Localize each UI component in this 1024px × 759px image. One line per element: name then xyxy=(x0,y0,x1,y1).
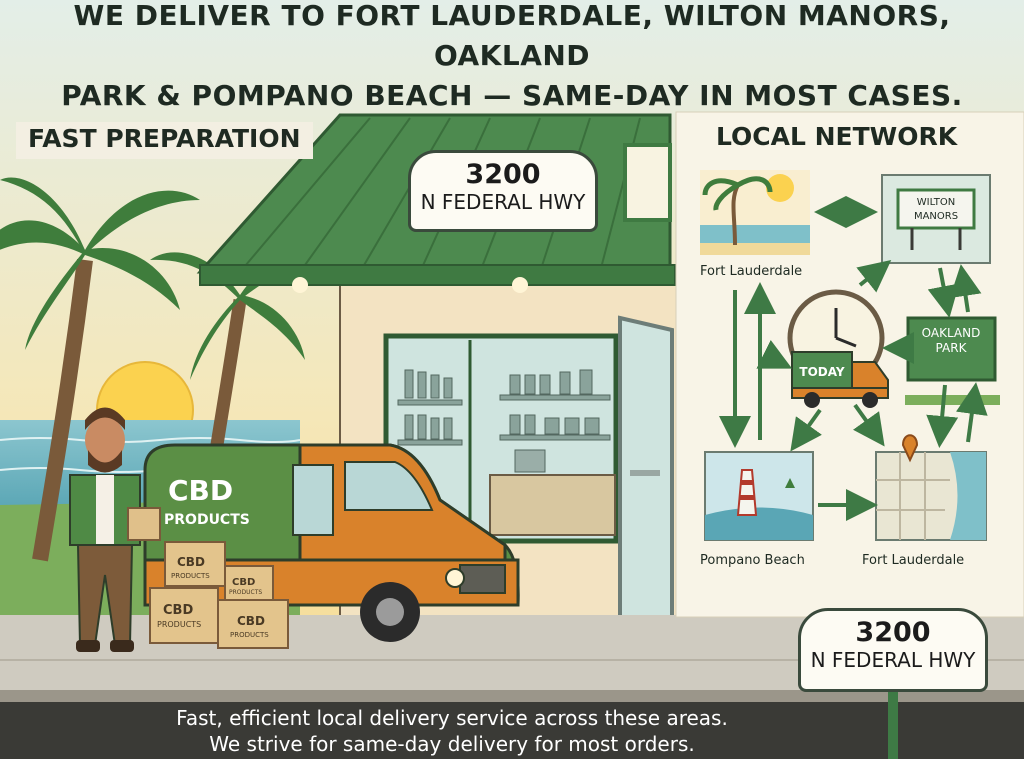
box-label: CBD xyxy=(232,577,255,588)
pompano-beach-icon xyxy=(704,451,814,541)
wilton-manors-icon xyxy=(881,174,991,264)
street-address-sign: 3200 N FEDERAL HWY xyxy=(798,608,988,692)
van-label-line1: CBD xyxy=(168,474,233,507)
delivery-person xyxy=(69,407,161,652)
box-label: PRODUCTS xyxy=(157,620,201,629)
network-arrows xyxy=(719,196,988,521)
title-line-2: PARK & POMPANO BEACH — SAME-DAY IN MOST … xyxy=(61,79,963,112)
box-label: CBD xyxy=(237,614,265,628)
page-title: WE DELIVER TO FORT LAUDERDALE, WILTON MA… xyxy=(0,0,1024,112)
box-label: PRODUCTS xyxy=(229,589,262,596)
today-truck-icon xyxy=(791,351,889,408)
box-label: PRODUCTS xyxy=(230,631,269,639)
box-label: PRODUCTS xyxy=(171,572,210,580)
wilton-manors-sign-line2: MANORS xyxy=(914,211,958,222)
truck-label: TODAY xyxy=(799,365,844,379)
footer-line-2: We strive for same-day delivery for most… xyxy=(209,731,695,756)
local-network-title: LOCAL NETWORK xyxy=(716,122,958,151)
store-sign-street: N FEDERAL HWY xyxy=(420,190,586,214)
box-label: CBD xyxy=(177,555,205,569)
oakland-park-sign-line2: PARK xyxy=(936,341,968,355)
fort-lauderdale-label-top: Fort Lauderdale xyxy=(700,264,803,279)
store-sign-number: 3200 xyxy=(465,159,541,190)
oakland-park-sign-line1: OAKLAND xyxy=(922,326,981,340)
footer-line-1: Fast, efficient local delivery service a… xyxy=(176,705,728,730)
fast-preparation-title: FAST PREPARATION xyxy=(16,122,313,159)
store-address-sign: 3200 N FEDERAL HWY xyxy=(408,150,598,232)
van-label-line2: PRODUCTS xyxy=(164,512,250,528)
fort-lauderdale-beach-icon xyxy=(700,170,810,255)
oakland-park-icon xyxy=(905,316,1000,405)
footer-caption: Fast, efficient local delivery service a… xyxy=(0,702,1024,759)
pompano-beach-label: Pompano Beach xyxy=(700,553,805,568)
fort-lauderdale-label-bottom: Fort Lauderdale xyxy=(862,553,965,568)
wilton-manors-sign-line1: WILTON xyxy=(917,197,956,208)
street-sign-street: N FEDERAL HWY xyxy=(810,648,976,672)
title-line-1: WE DELIVER TO FORT LAUDERDALE, WILTON MA… xyxy=(73,0,951,72)
box-label: CBD xyxy=(163,603,193,618)
fort-lauderdale-map-icon xyxy=(875,434,987,541)
product-boxes xyxy=(149,541,289,649)
street-sign-number: 3200 xyxy=(855,617,931,648)
